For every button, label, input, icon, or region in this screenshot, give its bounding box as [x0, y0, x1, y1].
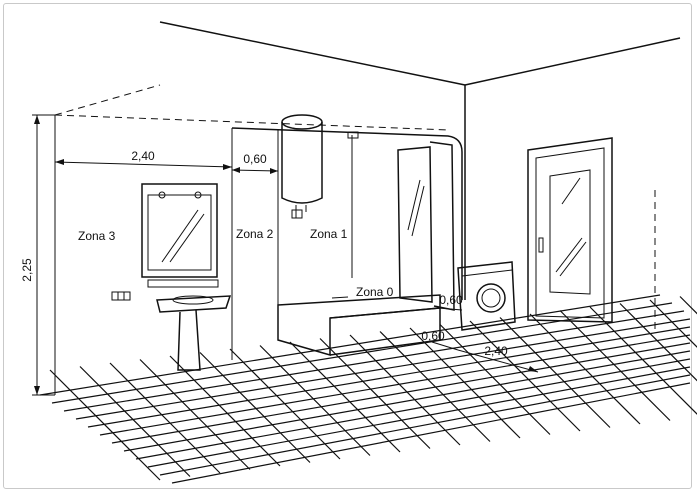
- floor-tile-line: [139, 359, 251, 470]
- floor-tile-line: [171, 382, 691, 484]
- floor-tile-line: [409, 327, 521, 439]
- floor-tile-line: [439, 324, 551, 435]
- mirror-icon: [141, 183, 219, 288]
- sink-icon: [156, 295, 232, 371]
- floor-tile-line: [529, 313, 641, 425]
- floor-tile-line: [135, 358, 691, 460]
- dimension-lines: [32, 114, 539, 396]
- shower-enclosure-icon: [397, 141, 455, 311]
- room-outline: [54, 21, 681, 395]
- width-mid-dimension: 0,60: [243, 152, 267, 166]
- zona-0-label: Zona 0: [356, 285, 394, 299]
- bathtub-icon: [277, 294, 441, 356]
- floor-tile-line: [49, 369, 161, 481]
- floor-tile-line: [199, 352, 311, 463]
- zona-1-label: Zona 1: [310, 227, 348, 241]
- floor-tiles: [39, 294, 697, 484]
- zona-2-label: Zona 2: [236, 227, 274, 241]
- image-frame: [3, 3, 692, 489]
- outlet-icon: [111, 291, 131, 301]
- floor-tile-line: [75, 318, 691, 420]
- floor-tile-line: [63, 310, 685, 412]
- floor-tile-line: [229, 348, 341, 460]
- water-heater-icon: [281, 114, 323, 219]
- floor-tile-line: [109, 362, 221, 474]
- floor-0-60-top: 0,60: [439, 293, 463, 307]
- floor-tile-line: [111, 342, 691, 444]
- floor-tile-line: [469, 320, 581, 432]
- floor-tile-line: [289, 341, 401, 453]
- floor-2-40: 2,40: [484, 344, 508, 358]
- floor-tile-line: [649, 299, 697, 348]
- height-dimension: 2,25: [20, 258, 34, 282]
- zona-3-label: Zona 3: [78, 229, 116, 243]
- floor-tile-line: [559, 310, 671, 421]
- shower-rail: [231, 127, 463, 300]
- floor-tile-line: [87, 326, 691, 428]
- labels: Zona 3 Zona 2 Zona 1 Zona 0 2,25 2,40 0,…: [20, 149, 508, 358]
- floor-tile-line: [499, 317, 611, 428]
- floor-tile-line: [319, 338, 431, 449]
- floor-tile-line: [619, 303, 697, 382]
- door-icon: [527, 137, 613, 323]
- floor-tile-line: [379, 331, 491, 442]
- washing-machine-icon: [457, 261, 516, 331]
- width-left-dimension: 2,40: [131, 149, 155, 163]
- floor-tile-line: [349, 334, 461, 446]
- floor-tile-line: [39, 294, 661, 396]
- floor-0-60: 0,60: [421, 329, 445, 343]
- floor-tile-line: [123, 350, 691, 452]
- floor-tile-line: [159, 374, 691, 476]
- floor-tile-line: [79, 366, 191, 477]
- floor-tile-line: [169, 355, 281, 467]
- floor-tile-line: [589, 306, 697, 415]
- floor-tile-line: [259, 345, 371, 456]
